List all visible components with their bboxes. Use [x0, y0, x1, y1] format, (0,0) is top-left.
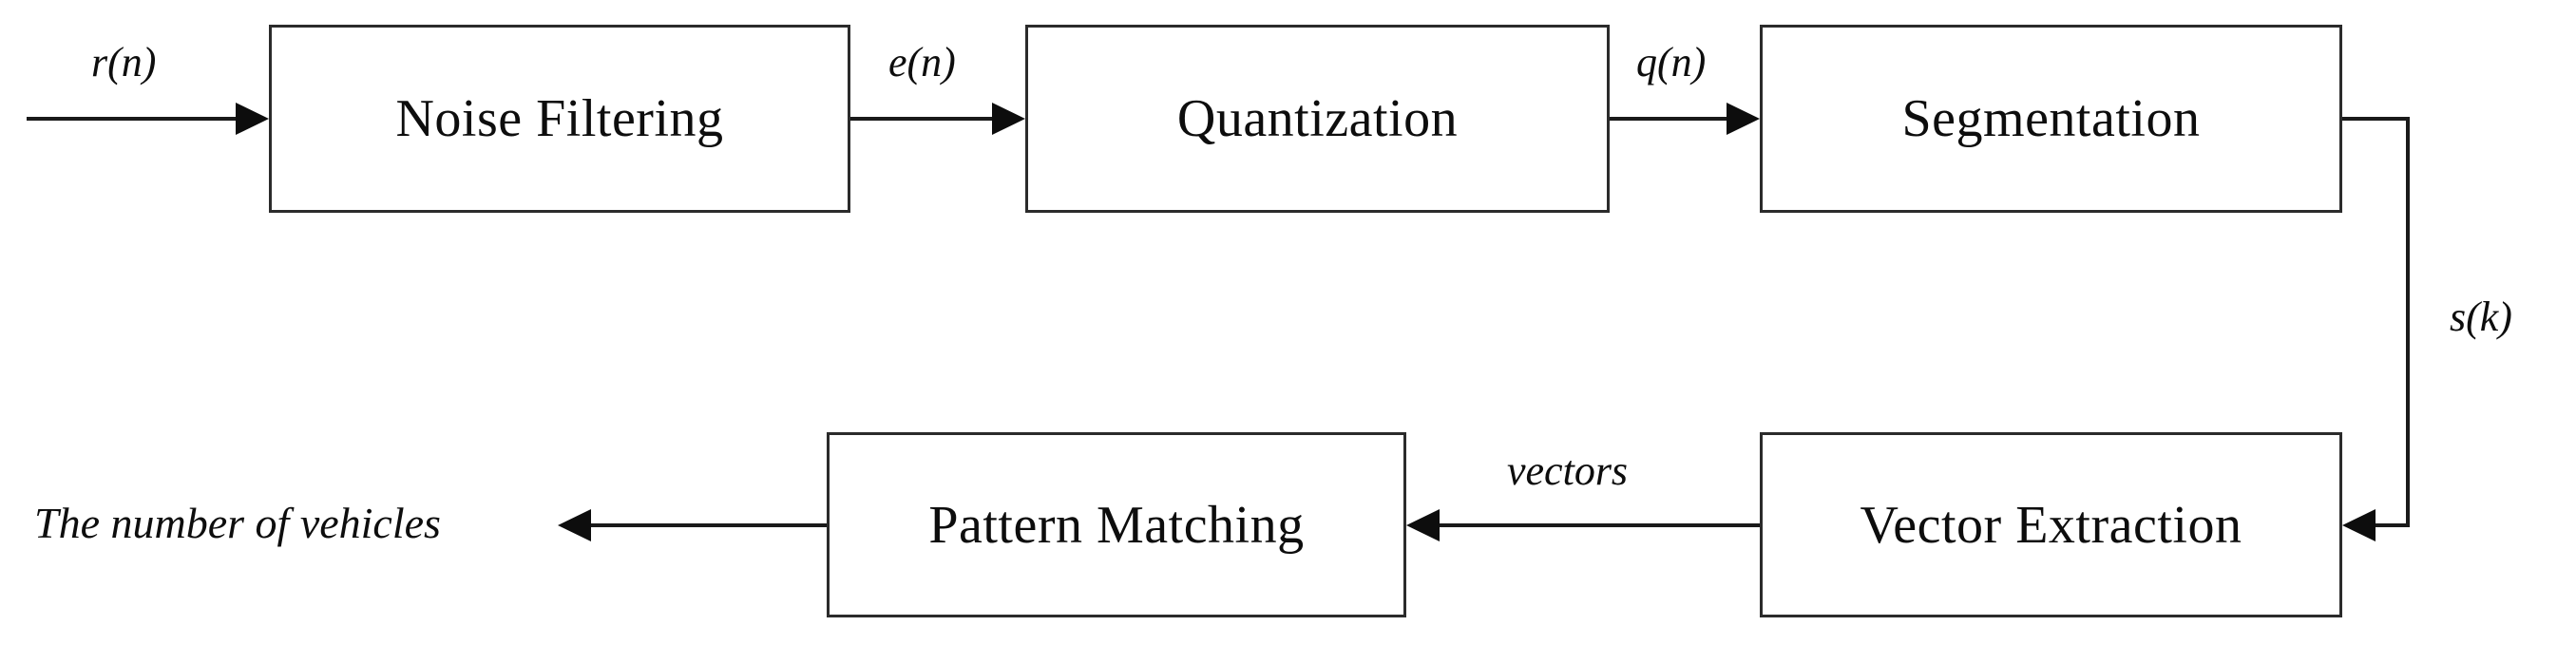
block-label-noise-filtering: Noise Filtering — [395, 89, 724, 148]
signal-label-e-n: e(n) — [888, 39, 956, 85]
signal-label-s-k: s(k) — [2450, 294, 2512, 340]
arrow-segmentation-to-vector-extraction — [2342, 117, 2410, 541]
signal-label-r-n: r(n) — [91, 39, 157, 85]
arrow-noise-filtering-to-quantization — [850, 103, 1025, 135]
output-label-number-of-vehicles: The number of vehicles — [34, 499, 441, 547]
signal-label-vectors: vectors — [1507, 447, 1629, 494]
arrow-quantization-to-segmentation — [1610, 103, 1760, 135]
block-label-quantization: Quantization — [1176, 89, 1459, 148]
block-pattern-matching[interactable]: Pattern Matching — [827, 432, 1406, 617]
block-label-segmentation: Segmentation — [1901, 89, 2201, 148]
block-label-pattern-matching: Pattern Matching — [928, 495, 1305, 555]
block-segmentation[interactable]: Segmentation — [1760, 25, 2342, 213]
signal-label-q-n: q(n) — [1636, 39, 1707, 85]
arrow-input-to-noise-filtering — [27, 103, 269, 135]
arrow-pattern-matching-to-output — [558, 509, 827, 541]
block-noise-filtering[interactable]: Noise Filtering — [269, 25, 850, 213]
block-quantization[interactable]: Quantization — [1025, 25, 1610, 213]
block-vector-extraction[interactable]: Vector Extraction — [1760, 432, 2342, 617]
block-label-vector-extraction: Vector Extraction — [1860, 495, 2242, 555]
arrow-vector-extraction-to-pattern-matching — [1406, 509, 1760, 541]
